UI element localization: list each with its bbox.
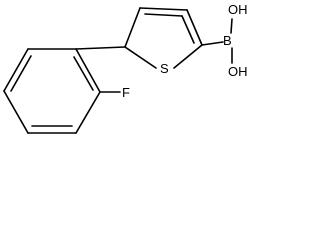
bond-c2-c3-inner [181,15,195,44]
bond-c5-aryl [75,46,126,50]
bond-c3-c4 [139,7,188,11]
bond-ar5-ar6-inner [10,55,32,92]
fluorophenyl-ring [3,48,101,134]
hydroxyl-top-label: OH [228,2,248,17]
bond-ar2-ar3 [75,91,101,134]
sulfur-atom-label: S [160,61,169,76]
bond-ar1-ar2-inner [73,56,94,91]
bond-ar4-ar5 [3,90,29,134]
bond-c2-b [201,41,224,46]
bond-c5-s [124,46,157,69]
thiophene-ring [124,7,203,69]
bond-s-c2 [173,44,203,69]
chemical-structure-diagram: S B OH OH F [3,2,248,134]
fluorine-atom-label: F [122,85,130,100]
bond-b-oh-top [230,18,233,34]
boronic-acid-group [201,18,233,64]
bond-ar1-ar2 [75,48,101,93]
boron-atom-label: B [223,33,232,48]
hydroxyl-bottom-label: OH [228,64,248,79]
bond-c2-c3 [186,9,203,46]
bond-ar5-ar6 [3,48,29,92]
bond-c3-c4-inner [144,13,183,17]
bond-c4-c5 [124,7,141,48]
